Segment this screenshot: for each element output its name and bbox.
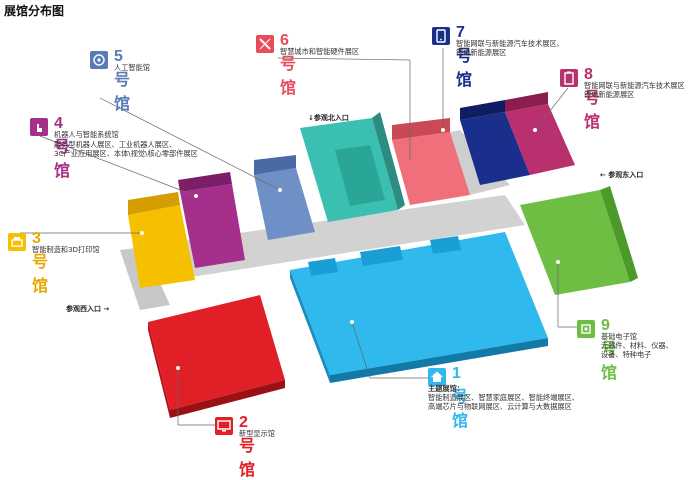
hall-6-name: 智慧城市和智能硬件展区 xyxy=(280,47,360,56)
hall-6-inner xyxy=(335,145,385,206)
hall-7-pin xyxy=(441,128,445,132)
hall-3-number: 3号馆 xyxy=(32,230,49,295)
hall-2-name: 新型显示馆 xyxy=(239,429,275,438)
west-entrance-label: 参观西入口 → xyxy=(66,305,110,313)
hall-9-number: 9号馆 xyxy=(601,317,618,382)
hall-7-name: 智能网联与新能源汽车技术展区、 xyxy=(456,39,564,48)
leader-line-hall-4 xyxy=(39,135,197,197)
hall-5-floor[interactable] xyxy=(254,168,315,240)
hall-3-name: 智能制造和3D打印馆 xyxy=(32,245,100,254)
hall-9-detail-1: 元器件、材料、仪器、 xyxy=(601,341,673,350)
hall-9-pin xyxy=(556,260,560,264)
hall-3-top xyxy=(128,192,180,215)
hall-4-number: 4号馆 xyxy=(54,115,71,180)
tools-icon xyxy=(256,35,274,53)
hall-2-pin xyxy=(176,366,180,370)
hall-8-detail-1: 锂电新能源展区 xyxy=(584,90,635,99)
hall-7-detail-1: 锂电新能源展区 xyxy=(456,48,507,57)
hall-1-name: 主题展馆： xyxy=(428,384,464,393)
exhibition-floor-map xyxy=(20,48,638,426)
hall-1-pin xyxy=(350,320,354,324)
hall-7-number: 7号馆 xyxy=(456,24,473,89)
hall-1-detail-2: 高端芯片与物联网展区、云计算与大数据展区 xyxy=(428,402,572,411)
hand-icon xyxy=(30,118,48,136)
hall-9-detail-2: 设备、特种电子 xyxy=(601,350,652,359)
leader-line-hall-6 xyxy=(277,57,411,61)
hall-4-detail-1: 服务型机器人展区、工业机器人展区、 xyxy=(54,140,177,149)
map-title: 展馆分布图 xyxy=(4,4,65,18)
hall-6-number: 6号馆 xyxy=(280,32,297,97)
hall-2-number: 2号馆 xyxy=(239,414,256,479)
hall-8-pin xyxy=(533,128,537,132)
home-icon xyxy=(428,368,446,386)
hall-7-wall xyxy=(460,100,505,120)
north-entrance-label: ↓参观北入口 xyxy=(308,114,349,122)
hall-3-floor[interactable] xyxy=(128,205,195,288)
east-entrance-label: ← 参观东入口 xyxy=(600,171,644,179)
brain-icon xyxy=(90,51,108,69)
hall-4-floor[interactable] xyxy=(180,184,245,268)
hall-2-wall-front xyxy=(170,380,285,418)
hall-4-pin xyxy=(194,194,198,198)
hall-8-wall xyxy=(505,92,548,112)
hall-1-number: 1号馆 xyxy=(452,365,469,430)
hall-6-wall-right xyxy=(372,112,405,210)
hall-6-pink-wall xyxy=(392,118,450,140)
chip-icon xyxy=(577,320,595,338)
hall-5-name: 人工智能馆 xyxy=(114,63,150,72)
leader-line-hall-5 xyxy=(99,97,281,191)
hall-1-wall-front xyxy=(330,338,548,383)
hall-6-floor-pink[interactable] xyxy=(392,132,470,205)
hall-4-name: 机器人与智能系统馆 xyxy=(54,130,119,139)
display-icon xyxy=(215,417,233,435)
hall-4-detail-2: 3C产业应用展区、本体\视觉\核心零部件展区 xyxy=(54,149,198,158)
hall-8-number: 8号馆 xyxy=(584,66,601,131)
printer-icon xyxy=(8,233,26,251)
hall-9-name: 基础电子馆 xyxy=(601,332,637,341)
hall-5-number: 5号馆 xyxy=(114,48,131,113)
leader-line-hall-1 xyxy=(351,321,371,379)
hall-5-wall xyxy=(254,155,296,175)
hall-4-top xyxy=(178,172,232,192)
hall-2-wall-left xyxy=(148,322,170,418)
leader-line-hall-8 xyxy=(534,87,569,131)
hall-1-wall-left xyxy=(290,270,330,383)
hall-9-floor[interactable] xyxy=(520,190,630,295)
hall-2-floor[interactable] xyxy=(148,295,285,410)
battery-icon xyxy=(560,69,578,87)
hall-1-floor[interactable] xyxy=(290,232,548,375)
phone-icon xyxy=(432,27,450,45)
hall-5-pin xyxy=(278,188,282,192)
hall-8-name: 智能网联与新能源汽车技术展区 xyxy=(584,81,685,90)
hall-1-booth-3 xyxy=(430,236,461,254)
hall-1-booth-1 xyxy=(308,258,338,276)
hall-3-pin xyxy=(140,231,144,235)
hall-1-detail-1: 智能制造展区、智慧家庭展区、智能终端展区、 xyxy=(428,393,579,402)
hall-7-floor[interactable] xyxy=(460,112,530,185)
hall-8-floor[interactable] xyxy=(505,104,575,175)
hall-9-wall xyxy=(600,186,638,282)
hall-1-booth-2 xyxy=(360,246,403,266)
